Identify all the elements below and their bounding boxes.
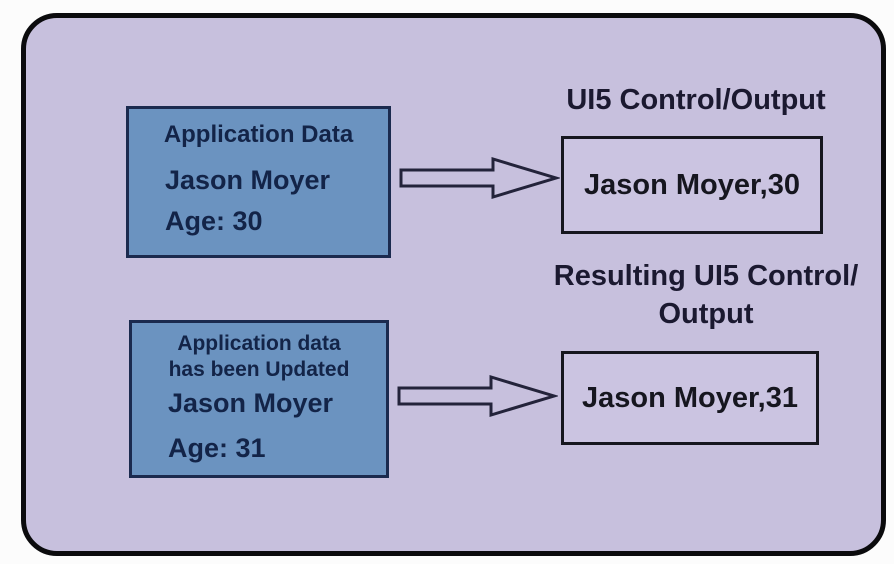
resulting-output-heading-line1: Resulting UI5 Control/ xyxy=(553,260,859,292)
right-arrow-icon xyxy=(396,373,558,419)
application-data-age: Age: 30 xyxy=(165,205,263,236)
resulting-output-heading-line2: Output xyxy=(658,297,754,330)
right-arrow-icon xyxy=(398,155,560,201)
application-data-box-initial: Application Data Jason Moyer Age: 30 xyxy=(126,106,391,258)
diagram-frame: Application Data Jason Moyer Age: 30 UI5… xyxy=(21,13,886,556)
updated-data-age: Age: 31 xyxy=(168,432,266,463)
ui5-output-box: Jason Moyer,30 xyxy=(561,136,823,234)
resulting-output-value: Jason Moyer,31 xyxy=(582,381,798,414)
updated-data-name: Jason Moyer xyxy=(168,387,334,418)
application-data-box-updated: Application data has been Updated Jason … xyxy=(129,320,389,478)
resulting-output-heading: Resulting UI5 Control/ Output xyxy=(521,258,891,333)
application-data-name: Jason Moyer xyxy=(165,164,331,195)
updated-data-title-line1: Application data xyxy=(177,332,341,355)
resulting-output-box: Jason Moyer,31 xyxy=(561,351,819,445)
ui5-output-heading: UI5 Control/Output xyxy=(566,84,826,116)
ui5-output-value: Jason Moyer,30 xyxy=(584,168,800,201)
updated-data-title-line2: has been Updated xyxy=(168,358,350,382)
application-data-title: Application Data xyxy=(163,121,354,148)
